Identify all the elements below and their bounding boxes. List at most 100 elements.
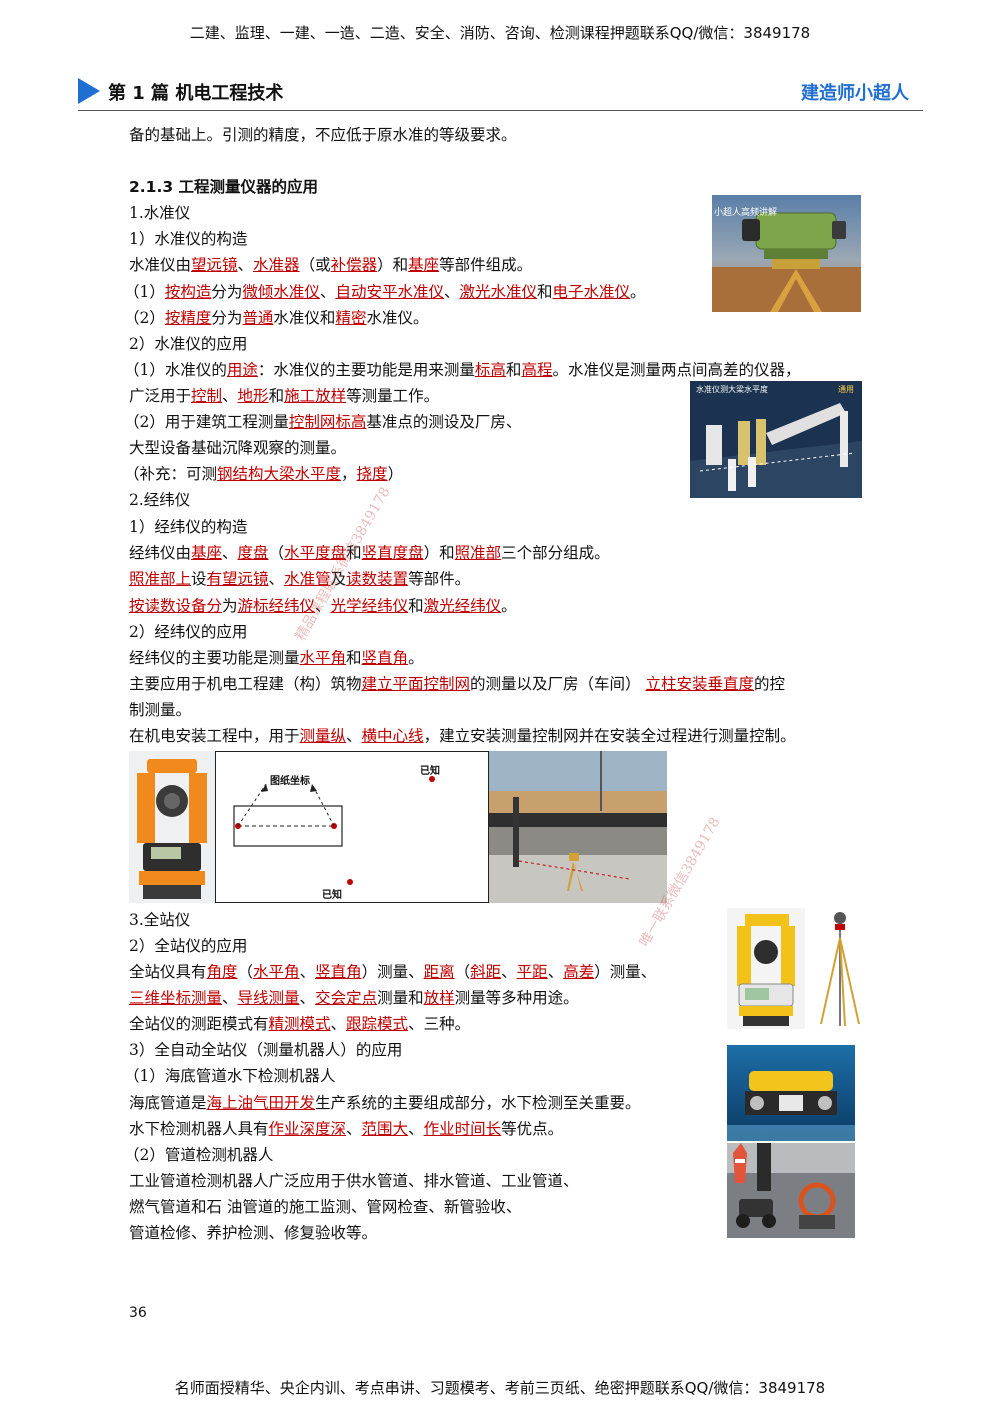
coordinate-diagram: 图纸坐标 已知 已知 [215, 751, 489, 903]
prism-tripod-image [815, 908, 865, 1029]
text-segment: 。 [501, 597, 517, 615]
highlight-term: 放样 [423, 989, 455, 1007]
text-line: （1）海底管道水下检测机器人 [124, 1066, 335, 1086]
highlight-term: 交会定点 [315, 989, 378, 1007]
text-line: 经纬仪由基座、度盘（水平度盘和竖直度盘）和照准部三个部分组成。 [129, 543, 610, 563]
text-line: 工业管道检测机器人广泛应用于供水管道、排水管道、工业管道、 [129, 1171, 579, 1191]
text-line: 1.水准仪 [129, 203, 190, 223]
watermark-text: 精品课程联系微信3849178 [292, 484, 394, 644]
text-line: 备的基础上。引测的精度，不应低于原水准的等级要求。 [129, 125, 517, 145]
text-segment: ） [387, 465, 404, 483]
text-segment: 1）水准仪的构造 [129, 230, 248, 248]
text-segment: （1） [124, 283, 165, 301]
text-line: 照准部上设有望远镜、水准管及读数装置等部件。 [129, 569, 470, 589]
highlight-term: 导线测量 [237, 989, 300, 1007]
text-line: 2.经纬仪 [129, 490, 190, 510]
highlight-term: 激光水准仪 [459, 283, 537, 301]
text-segment: （2）用于建筑工程测量 [124, 413, 289, 431]
underwater-robot-image [727, 1045, 855, 1141]
highlight-term: 水准管 [284, 570, 331, 588]
text-line: 2）经纬仪的应用 [129, 622, 247, 642]
highlight-term: 挠度 [356, 465, 388, 483]
highlight-term: 水平角 [299, 649, 347, 667]
text-segment: 2.1.3 工程测量仪器的应用 [129, 178, 319, 196]
text-line: 全站仪的测距模式有精测模式、跟踪模式、三种。 [129, 1014, 470, 1034]
highlight-term: 高程 [521, 361, 553, 379]
section-heading: 2.1.3 工程测量仪器的应用 [129, 177, 318, 197]
highlight-term: 高差 [563, 963, 595, 981]
highlight-term: 微倾水准仪 [242, 283, 320, 301]
text-line: 制测量。 [129, 700, 191, 720]
highlight-term: 激光经纬仪 [423, 597, 502, 615]
text-segment: 、 [408, 1120, 424, 1138]
text-segment: 2）水准仪的应用 [129, 335, 248, 353]
highlight-term: 精密 [335, 309, 367, 327]
text-segment: ）和 [423, 544, 455, 562]
text-segment: （2）管道检测机器人 [124, 1146, 274, 1164]
text-segment: 等部件。 [408, 570, 471, 588]
text-line: 3.全站仪 [129, 910, 190, 930]
text-segment: （ [454, 963, 471, 981]
text-segment: 在机电安装工程中，用于 [129, 727, 300, 745]
text-segment: 、 [501, 963, 517, 981]
highlight-term: 自动安平水准仪 [335, 283, 444, 301]
text-segment: 和 [268, 387, 285, 405]
highlight-term: 竖直角 [315, 963, 362, 981]
highlight-term: 控制网标高 [288, 413, 367, 431]
text-segment: 和 [346, 649, 362, 667]
highlight-term: 斜距 [470, 963, 502, 981]
highlight-term: 按构造 [164, 283, 212, 301]
text-segment: 备的基础上。引测的精度，不应低于原水准的等级要求。 [129, 126, 517, 144]
text-segment: （1）水准仪的 [124, 361, 227, 379]
text-segment: 三个部分组成。 [501, 544, 610, 562]
total-station-image [727, 908, 805, 1029]
highlight-term: 作业深度深 [268, 1120, 347, 1138]
highlight-term: 竖直度盘 [361, 544, 424, 562]
text-segment: 分为 [211, 309, 243, 327]
triangle-marker-icon [78, 78, 100, 104]
highlight-term: 电子水准仪 [552, 283, 631, 301]
text-segment: 、 [346, 727, 362, 745]
text-segment: 等优点。 [501, 1120, 564, 1138]
text-segment: 、 [222, 387, 238, 405]
text-segment: 水准仪和 [273, 309, 336, 327]
text-segment: 、 [268, 570, 285, 588]
text-line: 主要应用于机电工程建（构）筑物建立平面控制网的测量以及厂房（车间） 立柱安装垂直… [129, 674, 785, 694]
text-segment: 。 [408, 649, 424, 667]
highlight-term: 有望远镜 [206, 570, 269, 588]
text-segment: 、 [443, 283, 460, 301]
highlight-term: 海上油气田开发 [206, 1094, 316, 1112]
text-segment: 生产系统的主要组成部分，水下检测至关重要。 [315, 1094, 641, 1112]
text-segment: （ [237, 963, 254, 981]
highlight-term: 基座 [408, 256, 440, 274]
highlight-term: 作业时间长 [423, 1120, 502, 1138]
image-tag: 通用 [838, 385, 854, 394]
text-segment: 、 [315, 597, 331, 615]
highlight-term: 普通 [242, 309, 274, 327]
text-segment: 和 [346, 544, 362, 562]
text-segment: 和 [505, 361, 522, 379]
text-line: 全站仪具有角度（水平角、竖直角）测量、距离（斜距、平距、高差）测量、 [129, 962, 656, 982]
highlight-term: 建立平面控制网 [361, 675, 471, 693]
highlight-term: 范围大 [361, 1120, 409, 1138]
text-segment: 制测量。 [129, 701, 192, 719]
text-segment: （1）海底管道水下检测机器人 [124, 1067, 336, 1085]
text-segment: 等部件组成。 [439, 256, 533, 274]
text-line: 燃气管道和石 油管道的施工监测、管网检查、新管验收、 [129, 1197, 521, 1217]
text-segment: 2）经纬仪的应用 [129, 623, 248, 641]
text-line: 水下检测机器人具有作业深度深、范围大、作业时间长等优点。 [129, 1119, 563, 1139]
text-segment: 3）全自动全站仪（测量机器人）的应用 [129, 1041, 403, 1059]
highlight-term: 照准部上 [129, 570, 192, 588]
highlight-term: 基座 [191, 544, 223, 562]
text-segment: 燃气管道和石 油管道的施工监测、管网检查、新管验收、 [129, 1198, 522, 1216]
highlight-term: 平距 [516, 963, 548, 981]
text-line: （补充：可测钢结构大梁水平度，挠度） [124, 464, 403, 484]
highlight-term: 标高 [474, 361, 506, 379]
text-segment: 。 [630, 283, 646, 301]
text-segment: 管道检修、养护检测、修复验收等。 [129, 1224, 378, 1242]
text-line: （2）管道检测机器人 [124, 1145, 273, 1165]
text-line: 1）经纬仪的构造 [129, 517, 247, 537]
text-segment: 、 [299, 989, 316, 1007]
text-segment: 和 [408, 597, 424, 615]
text-line: （2）用于建筑工程测量控制网标高基准点的测设及厂房、 [124, 412, 521, 432]
